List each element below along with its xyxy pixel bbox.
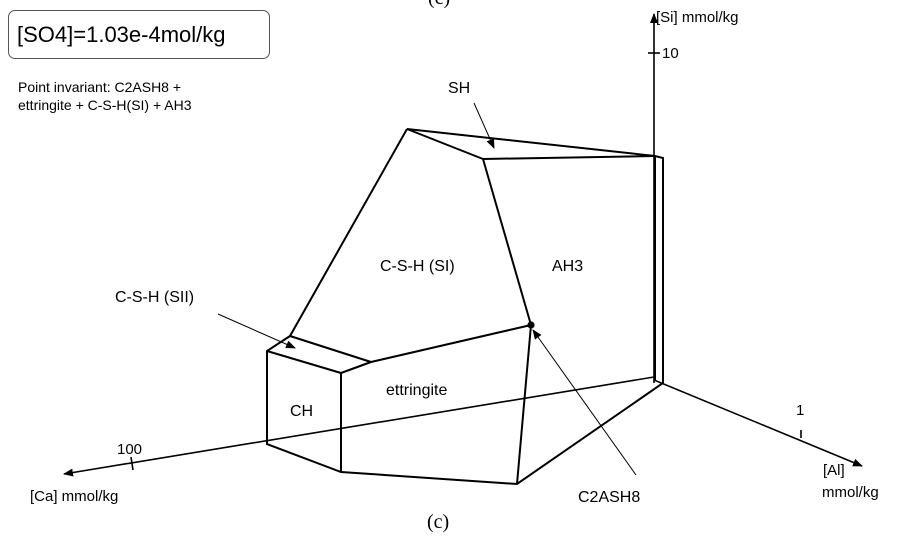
figure-caption: (c): [427, 511, 450, 533]
al-axis-label-line2: mmol/kg: [822, 484, 879, 501]
csh-sii-leader: [217, 313, 296, 349]
invariant-point-note-line2: ettringite + C-S-H(SI) + AH3: [18, 97, 192, 113]
csh-sii-bottom-boundary: [289, 335, 372, 363]
al-axis: [653, 379, 863, 467]
si-ah3-boundary: [482, 158, 532, 326]
si-axis-label: [Si] mmol/kg: [656, 9, 739, 26]
sh-boundary-left: [406, 128, 484, 160]
ettringite-right-boundary: [516, 324, 532, 485]
phase-boundaries: [266, 128, 664, 486]
sulfate-concentration-box: [SO4]=1.03e-4mol/kg: [8, 10, 270, 59]
label-leaders: [217, 102, 637, 476]
al-axis-label-line1: [Al]: [823, 462, 845, 479]
ettringite-top-boundary: [370, 324, 532, 363]
ca-axis-label: [Ca] mmol/kg: [30, 488, 119, 505]
phase-label-ettringite: ettringite: [386, 382, 448, 399]
c2ash8-leader: [532, 329, 637, 476]
invariant-point-note-line1: Point invariant: C2ASH8 +: [18, 79, 182, 95]
phase-label-csh-sii: C-S-H (SII): [115, 289, 195, 306]
al-tick-label: 1: [796, 402, 805, 419]
invariant-point: [527, 321, 535, 329]
phase-label-c2ash8: C2ASH8: [578, 489, 641, 506]
ch-top-right-boundary: [340, 361, 372, 374]
si-tick-label: 10: [662, 45, 679, 62]
phase-label-ah3: AH3: [552, 258, 584, 275]
figure-top-label: (c): [428, 0, 450, 10]
ca-tick-label: 100: [117, 441, 143, 458]
ca-axis-tick: [130, 456, 134, 471]
ch-top-boundary: [266, 350, 342, 374]
invariant-point-note: Point invariant: C2ASH8 + ettringite + C…: [18, 78, 192, 114]
phase-label-csh-si: C-S-H (SI): [380, 258, 455, 275]
outer-hull: [266, 128, 664, 486]
sh-boundary-right: [482, 155, 656, 160]
phase-label-ch: CH: [290, 403, 314, 420]
sh-leader: [473, 102, 495, 149]
ca-axis: [63, 376, 655, 477]
phase-label-sh: SH: [448, 80, 471, 97]
